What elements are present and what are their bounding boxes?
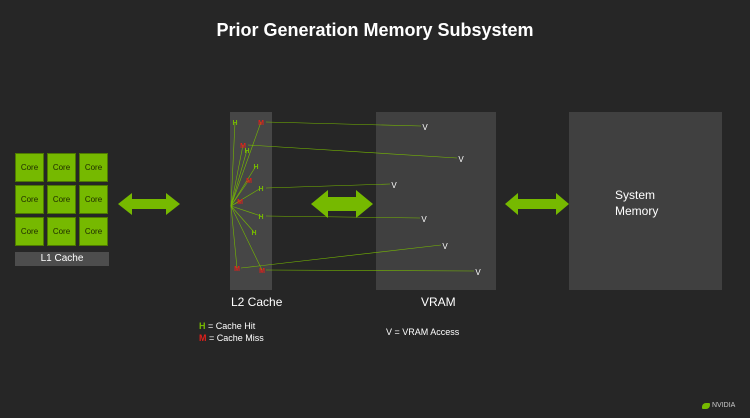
nvidia-logo-text: NVIDIA — [712, 402, 736, 409]
legend-hit-text: = Cache Hit — [208, 321, 256, 331]
vram-access-line — [265, 183, 391, 189]
fan-line — [230, 165, 257, 207]
system-memory-line1: System — [615, 188, 656, 202]
l2-hit-marker: H — [258, 186, 263, 193]
l2-fan-lines — [230, 121, 263, 271]
l2-miss-marker: M — [259, 268, 265, 275]
l2-hit-marker: H — [253, 164, 258, 171]
core-cell: Core — [79, 217, 108, 246]
double-arrows — [118, 190, 569, 218]
fan-line — [230, 200, 241, 207]
vram-box — [376, 112, 496, 290]
fan-line — [230, 149, 248, 207]
core-cell: Core — [79, 153, 108, 182]
vram-markers: V V V V V V — [391, 123, 481, 277]
core-cell: Core — [47, 185, 76, 214]
l2-miss-marker: M — [234, 266, 240, 273]
system-memory-line2: Memory — [615, 204, 659, 218]
l1-cache-label: L1 Cache — [15, 252, 109, 266]
legend-miss-letter: M — [199, 333, 207, 343]
arrow-core-l2 — [118, 193, 180, 215]
fan-line — [230, 205, 238, 269]
system-memory-box — [569, 112, 722, 290]
vram-access-marker: V — [458, 155, 464, 164]
vram-access-line — [240, 244, 442, 269]
vram-access-line — [265, 269, 475, 272]
vram-access-lines — [240, 121, 475, 272]
l2-miss-marker: M — [258, 120, 264, 127]
fan-line — [230, 205, 255, 233]
l2-miss-marker: M — [240, 143, 246, 150]
legend-vram-access: V = VRAM Access — [386, 327, 460, 337]
fan-line — [230, 121, 262, 207]
vram-access-line — [265, 121, 422, 127]
fan-line — [230, 144, 244, 207]
legend-miss-text: = Cache Miss — [209, 333, 264, 343]
vram-access-marker: V — [422, 123, 428, 132]
fan-line — [230, 205, 263, 271]
vram-label: VRAM — [421, 295, 456, 309]
vram-access-marker: V — [421, 215, 427, 224]
core-cell: Core — [15, 185, 44, 214]
core-cell: Core — [47, 217, 76, 246]
arrow-l2-vram — [311, 190, 373, 218]
vram-access-marker: V — [391, 181, 397, 190]
l2-hit-marker: H — [244, 148, 249, 155]
nvidia-eye-icon — [702, 402, 710, 409]
l2-hit-marker: H — [258, 214, 263, 221]
vram-access-line — [265, 215, 421, 219]
l2-cache-box — [230, 112, 272, 290]
l2-miss-marker: M — [237, 199, 243, 206]
page-title: Prior Generation Memory Subsystem — [216, 20, 534, 40]
core-cell: Core — [15, 153, 44, 182]
nvidia-logo: NVIDIA — [702, 402, 735, 409]
fan-line — [230, 121, 236, 207]
l2-hit-marker: H — [232, 120, 237, 127]
l2-miss-marker: M — [246, 178, 252, 185]
legend-hit-letter: H — [199, 321, 206, 331]
vram-access-line — [247, 144, 458, 159]
arrow-vram-sysmem — [505, 193, 569, 215]
fan-line — [230, 205, 262, 217]
legend-miss: M = Cache Miss — [199, 332, 264, 344]
fan-line — [230, 179, 250, 207]
core-cell: Core — [79, 185, 108, 214]
l2-hit-marker: H — [251, 230, 256, 237]
legend-hit: H = Cache Hit — [199, 320, 264, 332]
core-cell: Core — [47, 153, 76, 182]
vram-access-marker: V — [475, 268, 481, 277]
vram-access-marker: V — [442, 242, 448, 251]
l2-cache-label: L2 Cache — [231, 295, 283, 309]
legend-hit-miss: H = Cache Hit M = Cache Miss — [199, 320, 264, 344]
system-memory-label: System Memory — [615, 187, 658, 219]
core-cell: Core — [15, 217, 44, 246]
